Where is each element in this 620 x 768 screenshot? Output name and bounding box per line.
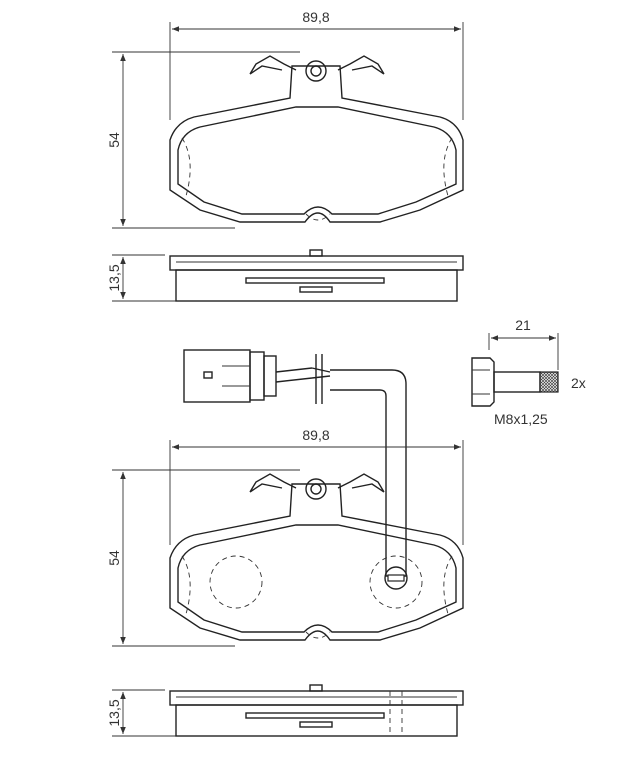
friction-lining-top [177,106,457,215]
bolt-length-label: 21 [515,317,531,333]
pad-side-view-bottom: 13,5 [106,684,464,737]
pad-front-view-bottom: 89,8 54 [106,427,464,647]
pad-front-view-top: 89,8 54 [106,9,464,229]
sensor-socket-slot [387,574,405,582]
width-dimension-bottom: 89,8 [169,427,464,545]
connector-latch [203,371,213,379]
connector-collar [249,351,265,401]
spring-section-top [245,277,385,284]
lining-block-top [175,269,458,302]
thickness-label-top: 13,5 [106,264,122,291]
wear-sensor [183,349,407,577]
height-label-top: 54 [106,132,122,148]
thickness-dimension-top: 13,5 [106,254,178,302]
bolt-thread [539,371,559,393]
lining-block-bottom [175,704,458,737]
piston-contact-left [209,555,263,609]
pad-outline-bottom [169,483,464,641]
pad-outline-top [169,65,464,223]
width-label-bottom: 89,8 [302,427,329,443]
sensor-wire [330,369,407,577]
clip-rivet-inner-top [310,65,322,77]
pad-side-view-top: 13,5 [106,249,464,302]
height-label-bottom: 54 [106,550,122,566]
backing-plate-top [169,255,464,271]
thickness-label-bottom: 13,5 [106,699,122,726]
backing-plate-bottom [169,690,464,706]
clip-foot-top [299,286,333,293]
sensor-socket [384,566,408,590]
thickness-dimension-bottom: 13,5 [106,689,178,737]
height-dimension-bottom: 54 [106,469,300,647]
clip-rivet-outer-top [305,60,327,82]
bolt-thread-label: M8x1,25 [494,411,548,427]
cable-break-mark [315,354,323,404]
clip-rivet-outer-bottom [305,478,327,500]
piston-contact-right [369,555,423,609]
width-dimension-top: 89,8 [169,9,464,120]
guide-bolt: 21 2x M8x1,25 [471,317,586,427]
clip-tab-bottom [309,684,323,692]
clip-foot-bottom [299,721,333,728]
spring-clip-top [249,55,385,75]
width-label-top: 89,8 [302,9,329,25]
spring-clip-bottom [249,473,385,493]
bolt-head [471,357,495,407]
bolt-quantity-label: 2x [571,375,586,391]
bolt-shank [493,371,541,393]
clip-tab-top [309,249,323,257]
sensor-connector [183,349,251,403]
spring-section-bottom [245,712,385,719]
height-dimension-top: 54 [106,51,300,229]
connector-grip [263,355,277,397]
sensor-channel [389,691,403,736]
clip-rivet-inner-bottom [310,483,322,495]
friction-lining-bottom [177,524,457,633]
bolt-length-dimension: 21 [488,317,559,370]
